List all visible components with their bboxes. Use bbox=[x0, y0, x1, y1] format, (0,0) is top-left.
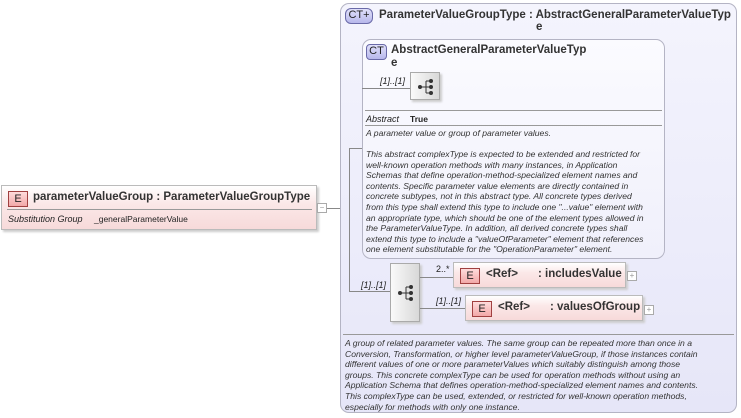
connector bbox=[349, 148, 350, 291]
doc-line: especially for methods with only one ins… bbox=[345, 401, 520, 412]
expand-button[interactable]: + bbox=[644, 305, 654, 315]
sequence-compositor[interactable] bbox=[390, 263, 420, 322]
substitution-label: Substitution Group bbox=[8, 214, 83, 224]
element-badge: E bbox=[460, 268, 480, 284]
outer-doc: A group of related parameter values. The… bbox=[345, 338, 698, 412]
sequence-compositor[interactable] bbox=[410, 72, 440, 100]
doc-line: contents. Specific parameter value eleme… bbox=[366, 180, 629, 191]
doc-line: the ParameterValueType. In addition, all… bbox=[366, 223, 628, 234]
connector bbox=[420, 308, 465, 309]
element-badge: E bbox=[8, 191, 28, 207]
outer-type-title: ParameterValueGroupType : AbstractGenera… bbox=[379, 9, 731, 21]
doc-line: an appropriate type, which should be one… bbox=[366, 212, 644, 223]
substitution-value: _generalParameterValue bbox=[94, 214, 188, 224]
ref-label: <Ref> bbox=[498, 301, 530, 313]
divider bbox=[7, 209, 312, 210]
element-parameterValueGroup[interactable]: E parameterValueGroup : ParameterValueGr… bbox=[1, 185, 317, 230]
divider bbox=[343, 334, 734, 335]
connector bbox=[349, 148, 362, 149]
cardinality: 2..* bbox=[436, 264, 450, 274]
expand-button[interactable]: + bbox=[627, 271, 637, 281]
sequence-icon bbox=[398, 285, 413, 301]
inner-doc-summary: A parameter value or group of parameter … bbox=[366, 128, 552, 138]
element-title: parameterValueGroup : ParameterValueGrou… bbox=[33, 191, 311, 203]
connector bbox=[362, 88, 410, 89]
doc-line: concrete subtypes, not in this abstract … bbox=[366, 191, 632, 202]
element-name: : includesValue bbox=[538, 268, 622, 280]
cardinality: [1]..[1] bbox=[361, 280, 387, 290]
doc-line: groups. This concrete complexType can be… bbox=[345, 369, 681, 380]
complex-type-badge: CT bbox=[366, 44, 387, 60]
doc-line: This abstract complexType is expected to… bbox=[366, 149, 641, 159]
collapse-button[interactable]: − bbox=[317, 203, 327, 213]
element-valuesOfGroup[interactable]: E <Ref> : valuesOfGroup bbox=[465, 295, 643, 321]
doc-line: from this type shall extend this type to… bbox=[366, 201, 643, 212]
inner-type-title: AbstractGeneralParameterValueTyp bbox=[391, 44, 587, 56]
sequence-icon bbox=[418, 79, 433, 95]
doc-line: well-known operation methods with many i… bbox=[366, 159, 618, 170]
cardinality: [1]..[1] bbox=[380, 76, 406, 86]
divider bbox=[365, 110, 662, 111]
doc-line: extend this type to include a "valueOfPa… bbox=[366, 233, 644, 244]
complex-type-badge: CT+ bbox=[345, 8, 373, 24]
doc-line: Conversion, Transformation, or higher le… bbox=[345, 348, 698, 359]
ref-label: <Ref> bbox=[486, 268, 518, 280]
connector bbox=[420, 277, 453, 278]
doc-line: one element substitutable for the "Opera… bbox=[366, 244, 613, 255]
cardinality: [1]..[1] bbox=[436, 296, 462, 306]
inner-doc: This abstract complexType is expected to… bbox=[366, 149, 644, 255]
doc-line: Schemas that define operation-method-spe… bbox=[366, 170, 638, 181]
element-badge: E bbox=[472, 301, 492, 317]
inner-type-title-wrap: e bbox=[391, 57, 398, 69]
doc-line: This complexType can be used, extended, … bbox=[345, 390, 687, 401]
outer-type-title-wrap: e bbox=[536, 21, 543, 33]
connector bbox=[349, 291, 390, 292]
abstract-label: Abstract bbox=[366, 114, 400, 124]
doc-line: A group of related parameter values. The… bbox=[345, 338, 692, 348]
element-name: : valuesOfGroup bbox=[550, 301, 641, 313]
abstract-value: True bbox=[410, 114, 428, 124]
doc-line: different values of one or more paramete… bbox=[345, 359, 681, 370]
element-includesValue[interactable]: E <Ref> : includesValue bbox=[453, 262, 626, 288]
doc-line: Application Schema that defines operatio… bbox=[345, 380, 699, 391]
connector bbox=[327, 208, 349, 209]
divider bbox=[365, 125, 662, 126]
